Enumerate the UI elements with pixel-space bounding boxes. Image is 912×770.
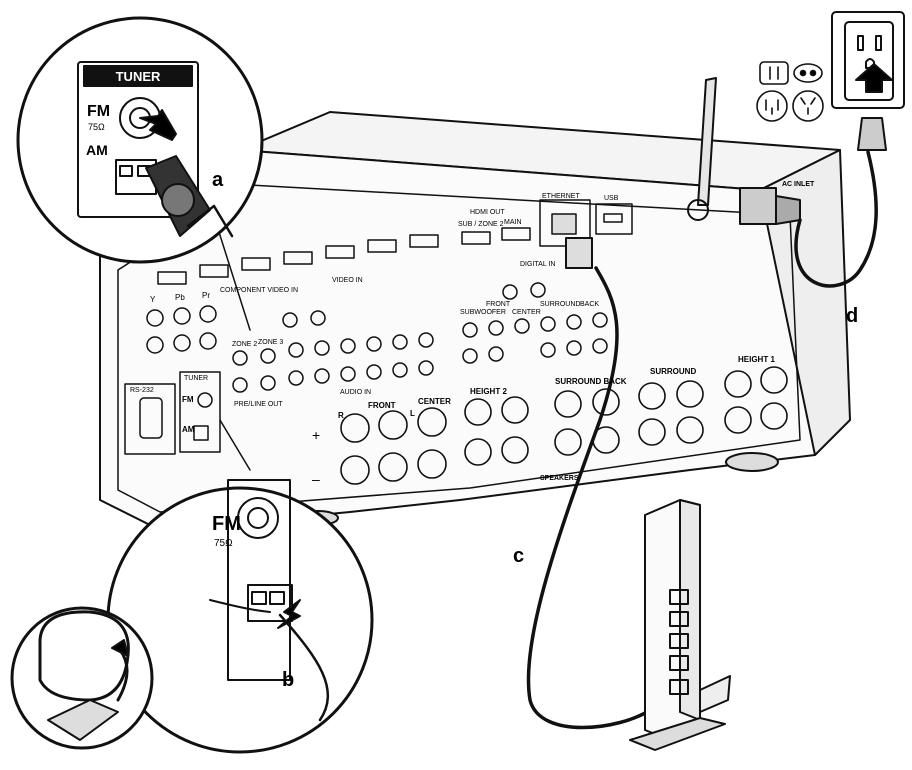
hdmi-input-ports: [157, 227, 531, 285]
am-antenna-inset: [106, 419, 374, 754]
am-loop-antenna-inset: [10, 606, 154, 750]
label-main: MAIN: [504, 219, 522, 226]
label-zone2: ZONE 2: [232, 341, 257, 348]
callout-d: d: [846, 305, 858, 327]
panel-tuner-terminals: [124, 371, 221, 455]
inset-am-label: AM: [86, 142, 108, 158]
label-audio-in: AUDIO IN: [340, 389, 371, 396]
power-cable-d: [794, 117, 887, 288]
callout-b: b: [282, 669, 294, 691]
label-preout: PRE/LINE OUT: [234, 401, 283, 408]
label-zone3: ZONE 3: [258, 339, 283, 346]
label-center: CENTER: [418, 397, 451, 406]
label-minus: –: [312, 471, 320, 487]
label-plus: +: [312, 427, 320, 443]
inset-fm-label: FM: [87, 103, 110, 120]
label-hdmi-out: HDMI OUT: [470, 209, 505, 216]
label-ethernet: ETHERNET: [542, 193, 580, 200]
label-height1: HEIGHT 1: [738, 355, 775, 364]
wireless-antenna: [687, 77, 717, 221]
label-panel-tuner: TUNER: [184, 375, 208, 382]
label-front: FRONT: [368, 401, 396, 410]
plug-type-icons: [756, 61, 824, 122]
label-surround: SURROUND: [650, 367, 696, 376]
inset-b-fm-label: FM: [212, 513, 241, 535]
label-surround-pre: SURROUND: [540, 301, 580, 308]
speaker-terminals: [340, 366, 788, 485]
label-pr: Pr: [202, 291, 210, 300]
label-subwoofer: SUBWOOFER: [460, 309, 506, 316]
label-usb: USB: [604, 195, 619, 202]
label-panel-fm: FM: [182, 395, 194, 404]
label-back: BACK: [580, 301, 599, 308]
wall-outlet: [831, 11, 905, 109]
ac-inlet-plug: [739, 187, 801, 225]
network-router: [629, 499, 731, 751]
label-pb: Pb: [175, 293, 185, 302]
label-ac-inlet: AC INLET: [782, 181, 815, 188]
inset-b-ohm-label: 75Ω: [214, 538, 233, 549]
label-r: R: [338, 411, 344, 420]
label-surround-back: SURROUND BACK: [555, 377, 627, 386]
callout-a: a: [212, 169, 224, 191]
label-panel-am: AM: [182, 425, 195, 434]
label-height2: HEIGHT 2: [470, 387, 507, 396]
label-component: COMPONENT VIDEO IN: [220, 287, 298, 294]
label-speakers: SPEAKERS: [540, 475, 579, 482]
label-l: L: [410, 409, 415, 418]
label-sub-zone2: SUB / ZONE 2: [458, 221, 504, 228]
inset-tuner-title: TUNER: [116, 69, 161, 84]
callout-c: c: [513, 545, 524, 567]
label-rs232: RS-232: [130, 387, 154, 394]
label-front-pre: FRONT: [486, 301, 511, 308]
fm-antenna-inset: [16, 16, 264, 331]
label-center-pre: CENTER: [512, 309, 541, 316]
inset-ohm-label: 75Ω: [88, 122, 105, 132]
label-y: Y: [150, 295, 156, 304]
rca-jacks: [146, 282, 608, 393]
label-digital-in: DIGITAL IN: [520, 261, 555, 268]
label-video-in: VIDEO IN: [332, 277, 363, 284]
